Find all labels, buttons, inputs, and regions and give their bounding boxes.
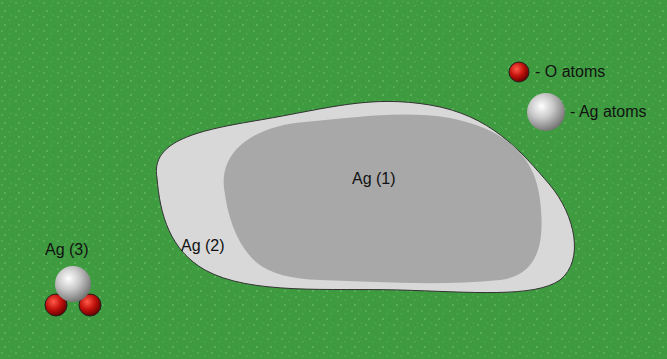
region-label: Ag (1) <box>352 170 396 188</box>
ag-atom <box>55 266 91 302</box>
cluster-label: Ag (3) <box>45 241 89 259</box>
ag-island-core-outline <box>218 106 544 286</box>
ag-oxide-cluster: Ag (3) <box>38 238 110 322</box>
legend-label: - O atoms <box>535 63 605 81</box>
legend-label: - Ag atoms <box>570 103 646 121</box>
ag-island-core-shape <box>224 115 542 284</box>
ag-island-core: Ag (1) <box>218 106 544 286</box>
ag-atom-swatch <box>527 93 565 131</box>
o-atom-swatch <box>509 62 529 82</box>
ag-island-edge-shape <box>156 101 574 292</box>
ag-island-edge: Ag (2) Ag (1) <box>150 92 590 298</box>
region-label: Ag (2) <box>181 237 225 255</box>
